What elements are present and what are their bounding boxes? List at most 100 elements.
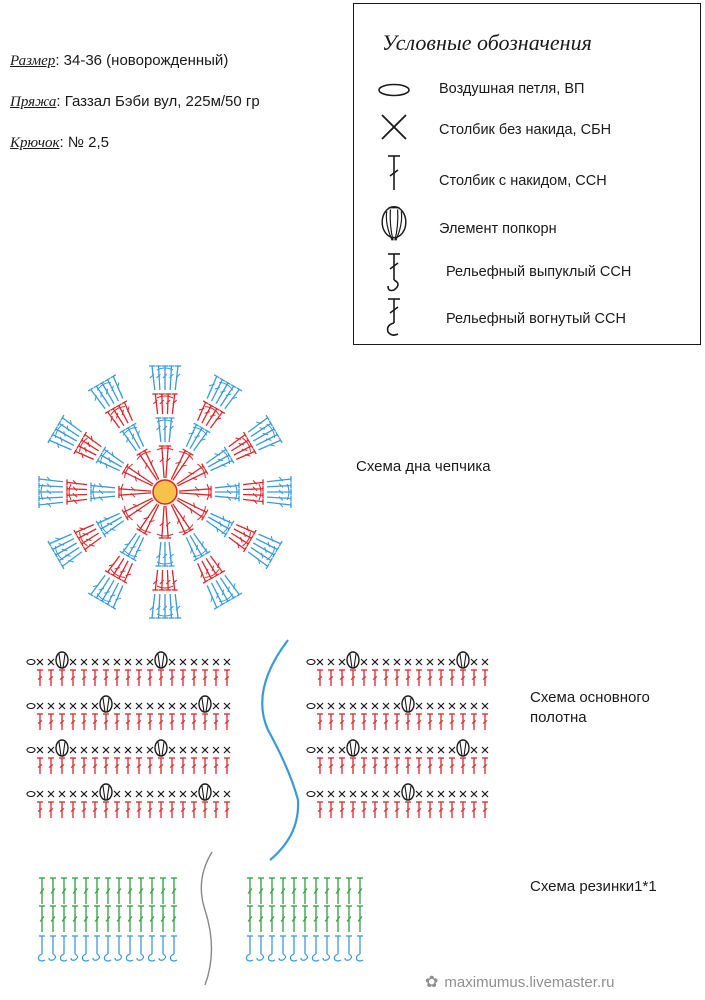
crown-stitch <box>118 485 152 492</box>
crown-stitch <box>38 475 64 483</box>
sc-stitch <box>459 790 467 798</box>
crown-wedge <box>87 374 160 481</box>
body-chain <box>306 702 316 710</box>
crown-center-ring <box>152 479 178 505</box>
sc-stitch <box>371 702 379 710</box>
crown-stitch <box>158 393 165 415</box>
crown-stitch <box>50 537 75 553</box>
body-dc-stitch <box>460 669 466 686</box>
sc-stitch <box>113 790 121 798</box>
rib-dc-stitch <box>346 905 352 932</box>
body-dc-stitch <box>438 713 444 730</box>
body-dc-stitch <box>202 669 208 686</box>
rib-dc-stitch <box>357 905 363 932</box>
sc-stitch <box>223 658 231 666</box>
size-label: Размер <box>10 53 56 69</box>
sc-stitch <box>69 658 77 666</box>
caption-crown: Схема дна чепчика <box>356 458 491 475</box>
body-dc-stitch <box>103 669 109 686</box>
crown-chain <box>136 451 151 460</box>
rib-dc-stitch <box>171 905 177 932</box>
crown-stitch <box>176 499 206 521</box>
crown-stitch <box>206 585 220 610</box>
crown-stitch <box>95 457 120 472</box>
body-dc-stitch <box>482 801 488 818</box>
crown-wedge <box>47 414 154 487</box>
body-dc-stitch <box>224 669 230 686</box>
sc-stitch <box>47 702 55 710</box>
crown-chain <box>122 426 137 436</box>
sc-stitch <box>371 790 379 798</box>
crown-stitch <box>110 406 125 427</box>
rib-dc-stitch <box>39 877 45 904</box>
sc-stitch <box>80 658 88 666</box>
crown-stitch <box>170 448 189 480</box>
sc-stitch <box>327 746 335 754</box>
sc-stitch <box>80 790 88 798</box>
sc-stitch <box>36 790 44 798</box>
body-dc-stitch <box>202 713 208 730</box>
rib-post-stitch <box>169 935 178 962</box>
crown-stitch <box>235 524 257 536</box>
popcorn-stitch <box>346 651 360 669</box>
sc-stitch <box>135 790 143 798</box>
crown-stitch <box>121 468 153 487</box>
body-dc-stitch <box>114 801 120 818</box>
body-dc-stitch <box>103 713 109 730</box>
crown-chain <box>156 561 174 565</box>
crown-chain <box>124 463 133 478</box>
rib-dc-stitch <box>269 877 275 904</box>
body-dc-stitch <box>213 669 219 686</box>
body-dc-stitch <box>180 801 186 818</box>
legend-item-bpdc: Рельефный вогнутый ССН <box>354 297 694 337</box>
crown-stitch <box>242 492 264 499</box>
sc-stitch <box>168 746 176 754</box>
rib-dc-stitch <box>313 905 319 932</box>
crown-stitch <box>255 537 280 553</box>
body-dc-stitch <box>125 713 131 730</box>
crown-stitch <box>178 492 212 499</box>
crown-wedge <box>178 475 292 509</box>
crown-stitch <box>258 437 283 451</box>
body-dc-stitch <box>394 757 400 774</box>
crown-stitch <box>201 403 215 424</box>
legend-label-chain: Воздушная петля, ВП <box>439 81 585 97</box>
sc-stitch <box>212 702 220 710</box>
legend-label-bpdc: Рельефный вогнутый ССН <box>446 311 626 327</box>
crown-wedge <box>176 497 283 570</box>
crown-chain <box>124 506 133 521</box>
body-dc-stitch <box>70 713 76 730</box>
rib-dc-stitch <box>116 877 122 904</box>
crown-chain <box>96 593 111 603</box>
crown-stitch <box>215 380 231 404</box>
rib-post-stitch <box>125 935 134 962</box>
body-chain <box>26 702 36 710</box>
rib-dc-stitch <box>280 877 286 904</box>
sc-stitch <box>349 702 357 710</box>
crown-stitch <box>206 374 220 399</box>
rib-dc-stitch <box>324 877 330 904</box>
crown-stitch <box>155 365 162 391</box>
crown-stitch <box>115 560 129 581</box>
crown-chain <box>206 483 210 501</box>
crown-stitch <box>66 498 88 505</box>
sc-stitch <box>80 746 88 754</box>
body-dc-stitch <box>482 669 488 686</box>
sc-stitch <box>371 746 379 754</box>
body-dc-stitch <box>92 669 98 686</box>
rib-post-stitch <box>81 935 90 962</box>
body-dc-stitch <box>416 801 422 818</box>
crown-stitch <box>207 516 232 532</box>
rib-post-stitch <box>147 935 156 962</box>
rib-dc-stitch <box>61 905 67 932</box>
sc-stitch <box>102 658 110 666</box>
crown-stitch <box>165 445 172 479</box>
crown-stitch <box>82 431 102 448</box>
crown-stitch <box>267 489 292 495</box>
body-dc-stitch <box>224 801 230 818</box>
rib-dc-stitch <box>39 905 45 932</box>
body-dc-stitch <box>92 757 98 774</box>
double-crochet-icon <box>388 155 400 190</box>
crown-chain <box>68 483 72 501</box>
single-crochet-icon <box>381 114 407 140</box>
